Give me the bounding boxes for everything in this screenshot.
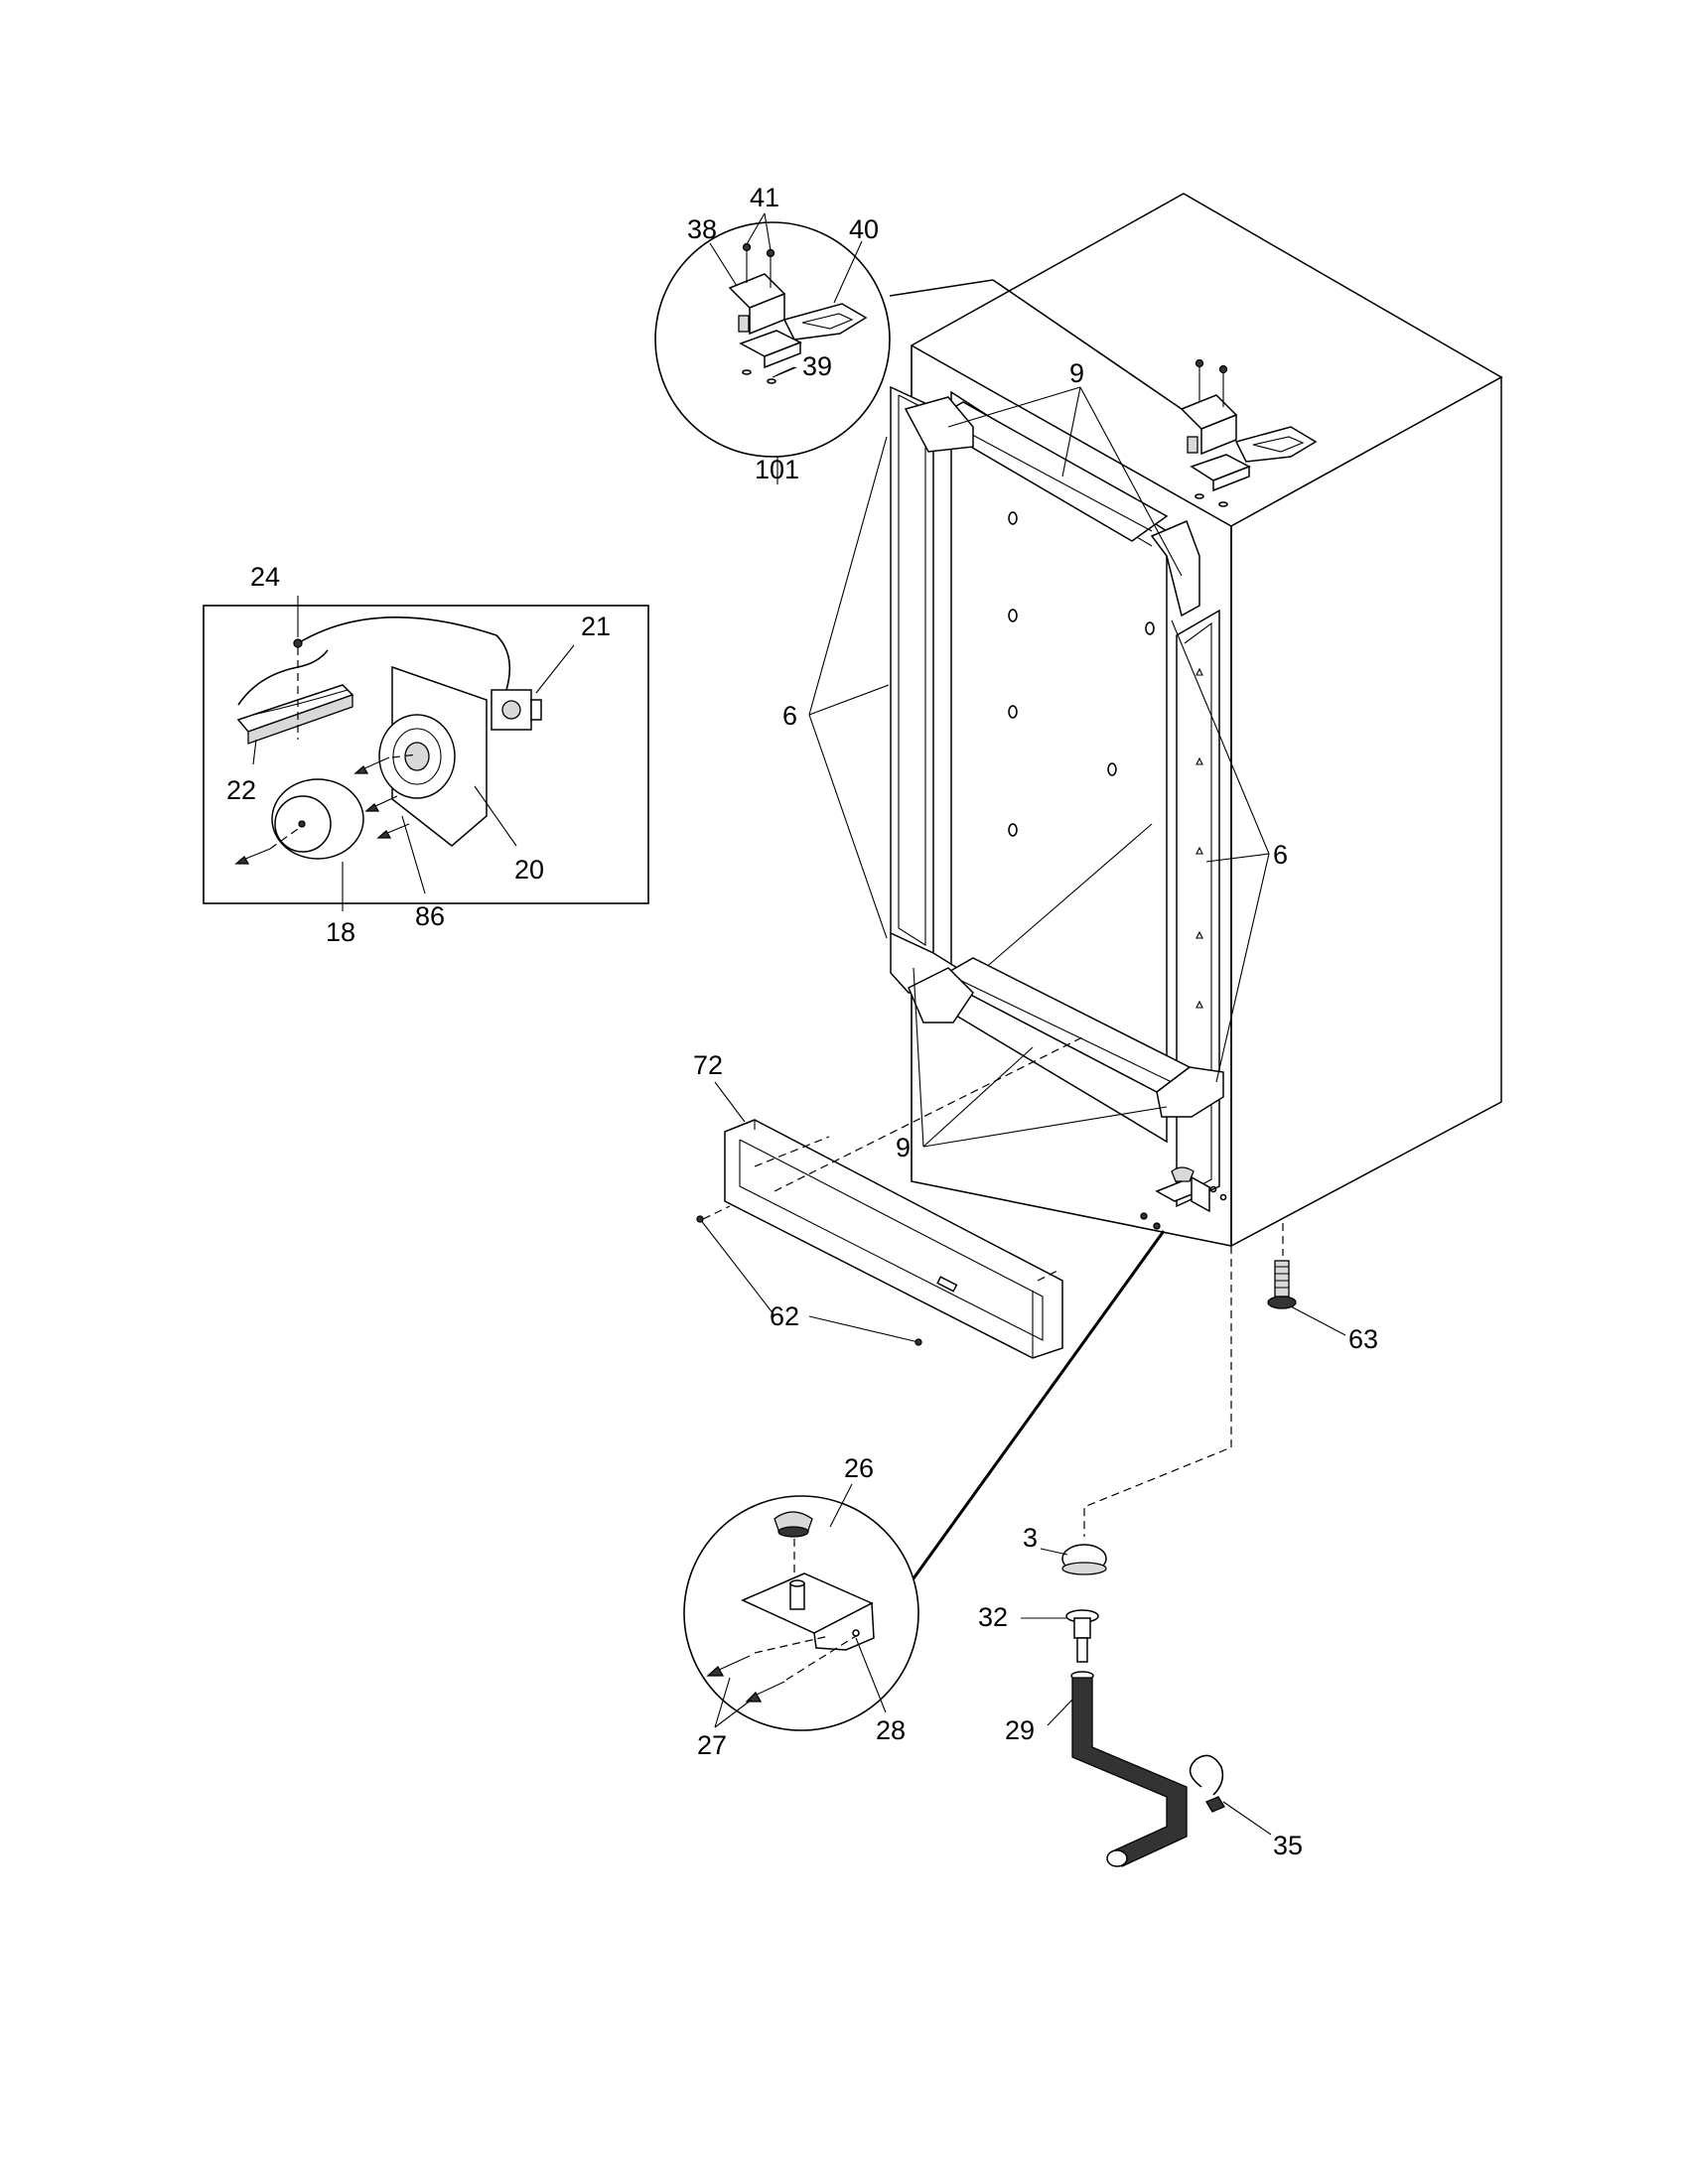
callout-86: 86 (415, 901, 445, 931)
callout-9-bottom: 9 (896, 1133, 911, 1162)
callout-35: 35 (1273, 1831, 1303, 1860)
cabinet (910, 193, 1503, 1248)
callout-29: 29 (1005, 1715, 1035, 1745)
callout-63: 63 (1348, 1324, 1378, 1354)
callout-38: 38 (687, 214, 717, 244)
callout-numbers: 41 38 40 39 101 9 6 6 9 24 21 22 20 86 1… (226, 183, 1378, 1860)
leader-lines (699, 212, 1346, 1343)
callout-24: 24 (250, 562, 280, 592)
door-stop-leaders (252, 596, 575, 911)
callout-18: 18 (326, 917, 355, 947)
breaker-strip-bottom (908, 957, 1224, 1118)
leveling-leg (1267, 1223, 1297, 1309)
callout-27: 27 (697, 1730, 727, 1760)
bottom-hinge-detail (683, 1495, 919, 1731)
drain-assembly (1061, 1246, 1232, 1867)
drain-leaders (1021, 1548, 1272, 1836)
callout-21: 21 (581, 612, 611, 641)
callout-6-right: 6 (1273, 840, 1288, 870)
callout-32: 32 (978, 1602, 1008, 1632)
breaker-strip-top (904, 396, 1200, 617)
callout-22: 22 (226, 775, 256, 805)
bottom-hinge-detail-connector (912, 1230, 1166, 1579)
callout-26: 26 (844, 1453, 874, 1483)
bottom-hinge-leaders (714, 1483, 887, 1728)
callout-40: 40 (849, 214, 879, 244)
callout-41: 41 (750, 183, 779, 212)
callout-9-top: 9 (1069, 358, 1084, 388)
callout-62: 62 (770, 1301, 799, 1331)
callout-72: 72 (693, 1050, 723, 1080)
top-hinge-on-cabinet (1180, 358, 1318, 507)
callout-39: 39 (802, 351, 832, 381)
callout-20: 20 (514, 855, 544, 885)
callout-101: 101 (755, 455, 799, 484)
door-stop-detail-box (203, 605, 649, 904)
callout-6-left: 6 (782, 701, 797, 731)
top-hinge-detail (654, 221, 1183, 458)
callout-3: 3 (1023, 1523, 1038, 1553)
callout-28: 28 (876, 1715, 906, 1745)
kick-plate (696, 1036, 1083, 1359)
bottom-hinge-on-cabinet (1140, 1166, 1227, 1230)
